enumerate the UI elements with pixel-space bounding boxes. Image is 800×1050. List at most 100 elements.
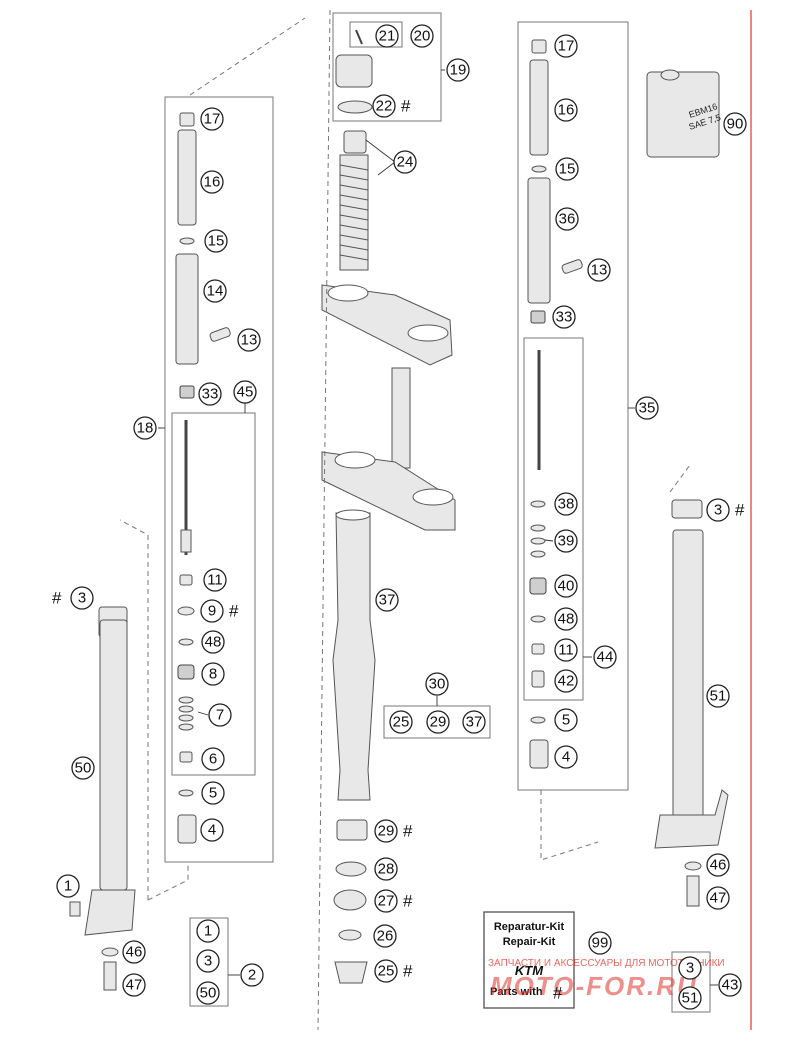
callout-18: 18 <box>133 416 157 440</box>
part-26-shape <box>338 929 362 941</box>
part-16-shape <box>177 129 197 226</box>
hash-mark: # <box>403 822 413 841</box>
callout-25: 25 <box>374 959 398 983</box>
svg-text:20: 20 <box>414 28 431 45</box>
part-47-shape-left <box>103 961 117 991</box>
callout-21: 21 <box>375 24 399 48</box>
svg-text:26: 26 <box>377 928 394 945</box>
callout-38: 38 <box>554 492 578 516</box>
part-5-shape <box>178 789 194 797</box>
svg-text:30: 30 <box>429 676 446 693</box>
repair-kit-line2: Repair-Kit <box>503 936 556 948</box>
callout-3-right: 3 <box>706 498 730 522</box>
part-33-shape-r <box>530 310 546 324</box>
svg-text:2: 2 <box>248 967 256 984</box>
svg-text:11: 11 <box>558 642 574 659</box>
part-36-shape <box>527 177 551 304</box>
part-33-shape <box>179 385 195 399</box>
dash-link <box>669 464 691 493</box>
svg-text:36: 36 <box>559 211 576 228</box>
svg-text:3: 3 <box>204 953 212 970</box>
repair-kit-brand: KTM <box>515 963 544 978</box>
callout-13-right: 13 <box>587 258 611 282</box>
part-21-shape <box>355 29 363 45</box>
part-16-shape-r <box>529 59 549 156</box>
svg-text:33: 33 <box>202 386 219 403</box>
part-3-shape-right <box>671 499 703 519</box>
svg-text:38: 38 <box>558 496 575 513</box>
callout-51: 51 <box>706 684 730 708</box>
svg-text:29: 29 <box>430 714 447 731</box>
clamp-hole <box>412 488 454 506</box>
part-4-shape-r <box>529 739 549 769</box>
svg-text:46: 46 <box>710 857 727 874</box>
callout-30-box-29: 29 <box>426 710 450 734</box>
part-25-shape <box>334 961 368 984</box>
svg-text:50: 50 <box>200 985 217 1002</box>
upper-triple-clamp <box>321 284 453 366</box>
part-39-a <box>530 524 546 532</box>
part-17-shape <box>179 112 195 127</box>
svg-text:3: 3 <box>78 590 86 607</box>
dash-link <box>147 862 189 901</box>
callout-16-left: 16 <box>200 170 224 194</box>
left-valve-box <box>171 412 256 776</box>
svg-text:5: 5 <box>209 785 217 802</box>
callout-16-right: 16 <box>554 98 578 122</box>
callout-45: 45 <box>233 380 257 404</box>
part-5-shape-r <box>530 716 546 724</box>
callout-6: 6 <box>201 747 225 771</box>
svg-text:44: 44 <box>597 649 614 666</box>
svg-text:7: 7 <box>216 707 224 724</box>
lower-triple-clamp <box>321 451 456 531</box>
clamp-hole <box>407 324 449 342</box>
part-20-box <box>349 21 403 48</box>
part-90-shape <box>646 71 720 158</box>
dash-link <box>119 519 149 900</box>
part-15-shape-r <box>531 165 547 173</box>
svg-text:15: 15 <box>208 233 225 250</box>
part-50-shape <box>99 619 128 891</box>
callout-2-box-50: 50 <box>196 981 220 1005</box>
part-45-end <box>180 529 192 553</box>
svg-text:1: 1 <box>64 878 72 895</box>
svg-text:3: 3 <box>686 960 694 977</box>
part-13-shape-r <box>561 259 583 274</box>
callout-11-right: 11 <box>554 638 578 662</box>
svg-text:47: 47 <box>126 977 143 994</box>
part-13-shape <box>209 327 231 342</box>
svg-text:25: 25 <box>378 963 395 980</box>
part-6-shape <box>179 751 193 763</box>
hash-mark: # <box>735 501 745 520</box>
part-47-shape-right <box>686 875 700 907</box>
callout-42: 42 <box>554 669 578 693</box>
callout-48-right: 48 <box>554 607 578 631</box>
hash-mark: # <box>52 589 62 608</box>
svg-text:9: 9 <box>208 603 216 620</box>
part-24-cap <box>343 130 367 154</box>
part-7-shape-b <box>178 705 194 713</box>
svg-text:17: 17 <box>204 111 221 128</box>
dash-link <box>317 9 331 1031</box>
callout-3-left: 3 <box>70 586 94 610</box>
part-14-shape <box>175 253 199 365</box>
callout-36: 36 <box>555 207 579 231</box>
svg-text:11: 11 <box>207 572 223 589</box>
svg-text:35: 35 <box>639 400 656 417</box>
callout-28: 28 <box>374 857 398 881</box>
clamp-hole <box>334 451 376 469</box>
tube-opening <box>335 509 371 521</box>
svg-text:45: 45 <box>237 384 254 401</box>
svg-text:37: 37 <box>379 592 396 609</box>
callout-7: 7 <box>208 703 232 727</box>
svg-text:48: 48 <box>205 634 222 651</box>
part-38-shape <box>530 500 546 508</box>
part-29-shape <box>336 819 368 841</box>
callout-2: 2 <box>240 963 264 987</box>
fork-foot-right <box>654 789 729 849</box>
callout-8: 8 <box>201 662 225 686</box>
callout-20: 20 <box>410 24 434 48</box>
svg-text:6: 6 <box>209 751 217 768</box>
part-7-shape-d <box>178 723 194 731</box>
